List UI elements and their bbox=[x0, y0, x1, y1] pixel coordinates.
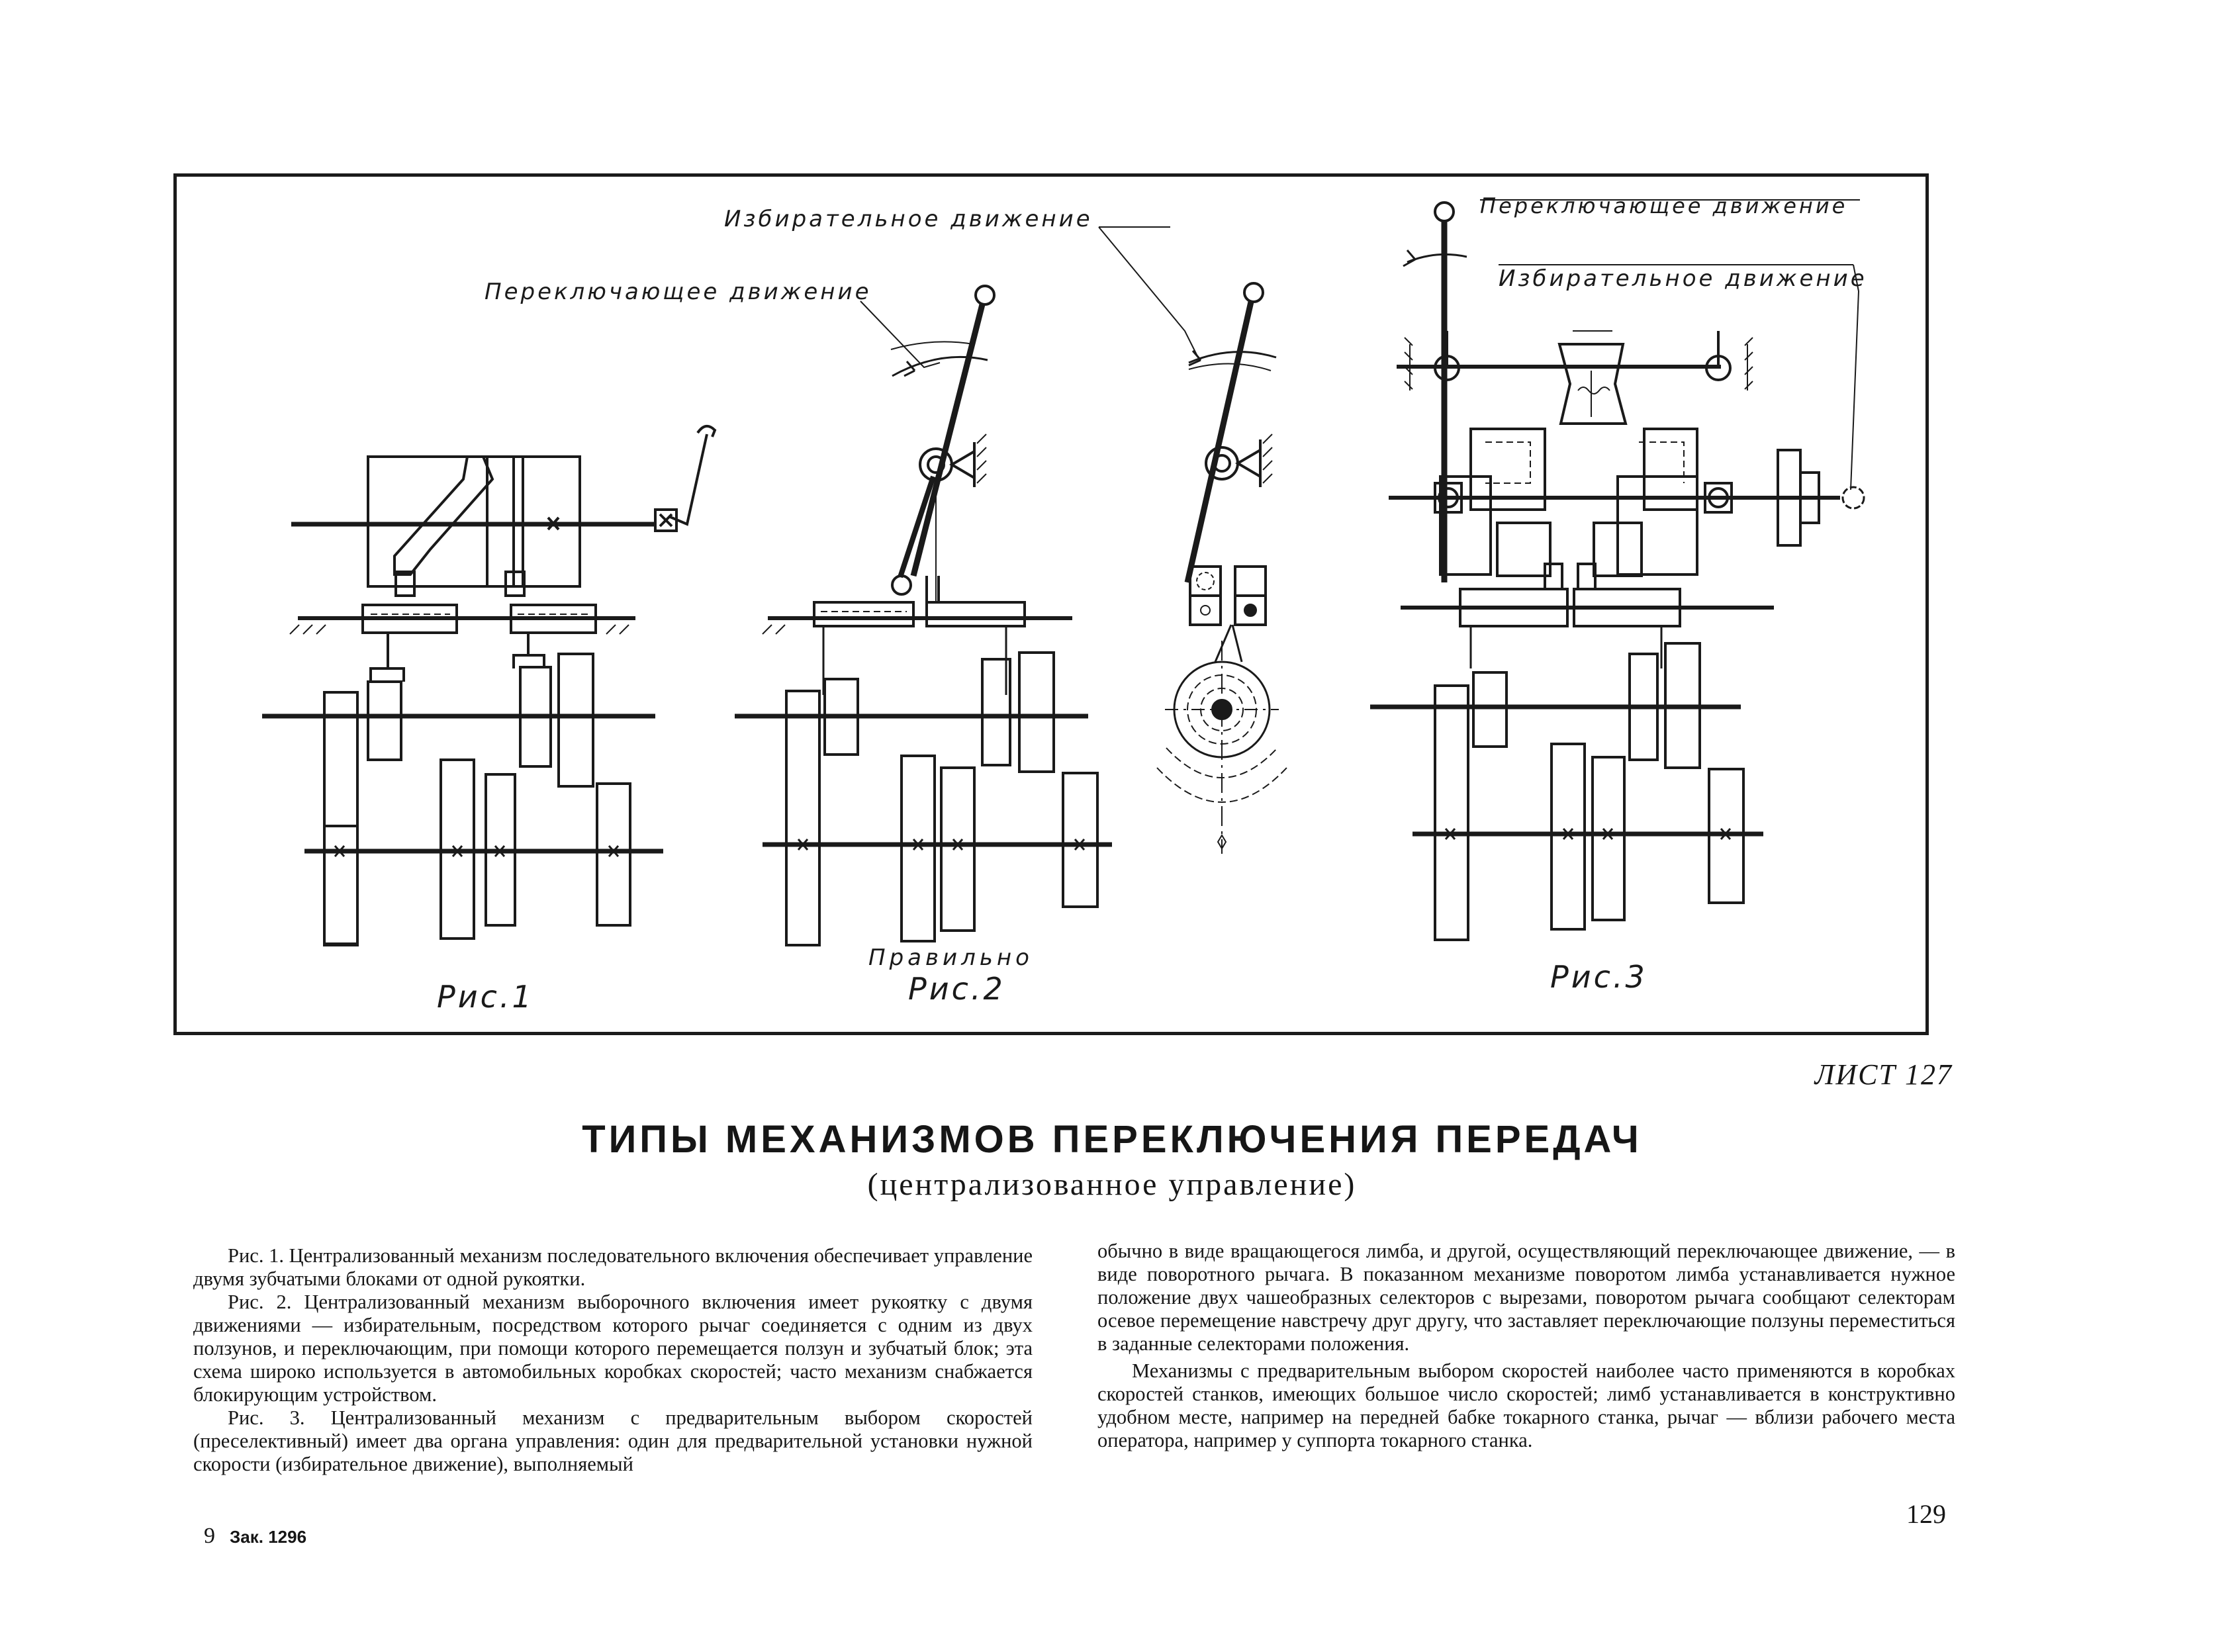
footer-signature: 9 Зак. 1296 bbox=[204, 1524, 306, 1549]
signature-number: 9 bbox=[204, 1524, 215, 1548]
fig1-mechanism bbox=[262, 425, 717, 946]
text-column-right: обычно в виде вращающегося лимба, и друг… bbox=[1097, 1240, 1955, 1452]
fig2-mechanism bbox=[735, 226, 1199, 946]
label-switching-motion-1: Переключающее движение bbox=[485, 279, 872, 305]
fig3-mechanism bbox=[1370, 199, 1865, 941]
text-column-left: Рис. 1. Централизованный механизм послед… bbox=[193, 1244, 1033, 1476]
paragraph-preselective: Механизмы с предварительным выбором скор… bbox=[1097, 1359, 1955, 1451]
figure-frame bbox=[173, 173, 1929, 1035]
label-selecting-motion-1: Избирательное движение bbox=[724, 206, 1093, 232]
sheet-label: ЛИСТ 127 bbox=[1814, 1058, 1953, 1091]
order-number: Зак. 1296 bbox=[230, 1527, 307, 1547]
paragraph-fig3: Рис. 3. Централизованный механизм с пред… bbox=[193, 1406, 1033, 1475]
paragraph-fig2: Рис. 2. Централизованный механизм выборо… bbox=[193, 1291, 1033, 1406]
page-title: ТИПЫ МЕХАНИЗМОВ ПЕРЕКЛЮЧЕНИЯ ПЕРЕДАЧ bbox=[582, 1118, 1642, 1161]
label-selecting-motion-2: Избирательное движение bbox=[1499, 265, 1867, 292]
caption-fig3: Рис.3 bbox=[1550, 959, 1647, 995]
label-switching-motion-2: Переключающее движение bbox=[1480, 193, 1847, 218]
caption-fig2: Рис.2 bbox=[908, 971, 1005, 1007]
paragraph-fig3-continued: обычно в виде вращающегося лимба, и друг… bbox=[1097, 1240, 1955, 1355]
page-subtitle: (централизованное управление) bbox=[867, 1167, 1357, 1202]
paragraph-fig1: Рис. 1. Централизованный механизм послед… bbox=[193, 1244, 1033, 1290]
fig2b-selector bbox=[1156, 282, 1287, 854]
page-number: 129 bbox=[1906, 1499, 1946, 1529]
label-correct: Правильно bbox=[868, 944, 1033, 971]
caption-fig1: Рис.1 bbox=[437, 979, 534, 1015]
